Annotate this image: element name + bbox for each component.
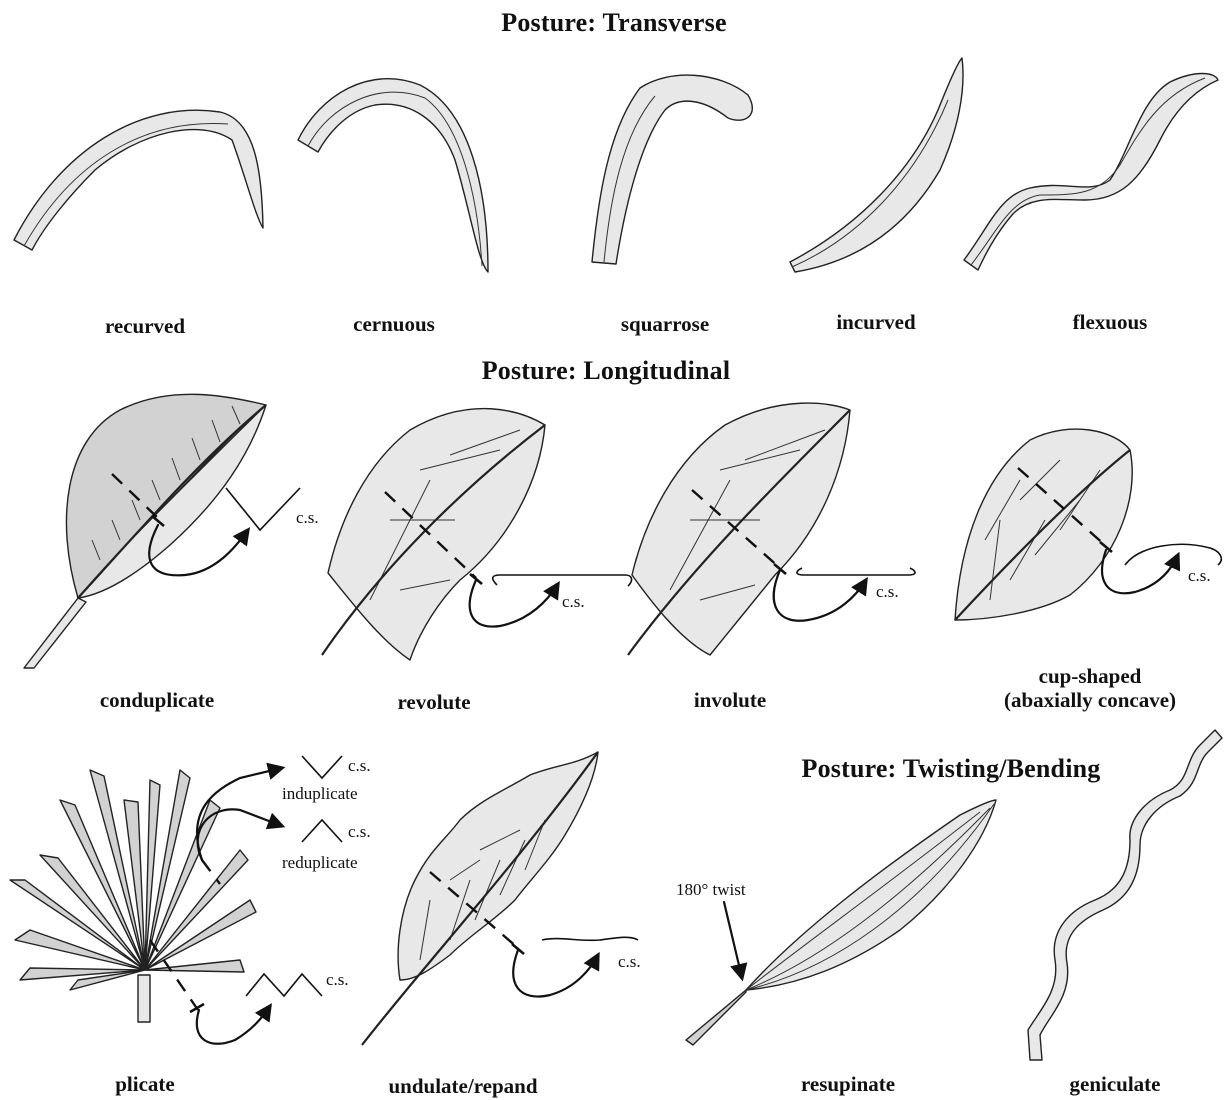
label-induplicate: induplicate [282, 784, 358, 804]
cernuous-leaf [298, 79, 488, 272]
cup-line1: cup-shaped [1004, 664, 1176, 688]
label-cernuous: cernuous [353, 312, 435, 336]
label-recurved: recurved [105, 314, 185, 338]
label-resupinate: resupinate [801, 1072, 895, 1096]
label-plicate: plicate [115, 1072, 174, 1096]
cs-revolute: c.s. [562, 592, 585, 612]
flexuous-leaf [964, 74, 1218, 271]
revolute-leaf [322, 409, 632, 660]
label-incurved: incurved [836, 310, 915, 334]
heading-longitudinal: Posture: Longitudinal [482, 356, 731, 386]
squarrose-leaf [592, 75, 752, 264]
label-reduplicate: reduplicate [282, 853, 358, 873]
label-geniculate: geniculate [1070, 1072, 1161, 1096]
recurved-leaf [14, 110, 263, 250]
cup-shaped-leaf [955, 429, 1221, 620]
label-undulate: undulate/repand [389, 1074, 538, 1098]
cs-undulate: c.s. [618, 952, 641, 972]
label-twist: 180° twist [676, 880, 746, 900]
heading-transverse: Posture: Transverse [501, 8, 727, 38]
label-involute: involute [694, 688, 766, 712]
cs-reduplicate: c.s. [348, 822, 371, 842]
label-flexuous: flexuous [1073, 310, 1148, 334]
heading-twisting: Posture: Twisting/Bending [802, 754, 1101, 784]
cs-involute: c.s. [876, 582, 899, 602]
label-revolute: revolute [397, 690, 470, 714]
conduplicate-leaf [24, 394, 300, 668]
cup-line2: (abaxially concave) [1004, 688, 1176, 712]
cs-conduplicate: c.s. [296, 508, 319, 528]
incurved-leaf [790, 58, 963, 272]
label-squarrose: squarrose [621, 312, 709, 336]
undulate-leaf [362, 752, 638, 1045]
label-cup-shaped: cup-shaped (abaxially concave) [1004, 664, 1176, 712]
involute-leaf [628, 403, 915, 655]
cs-cup: c.s. [1188, 566, 1211, 586]
resupinate-leaf [686, 800, 996, 1045]
label-conduplicate: conduplicate [100, 688, 214, 712]
cs-plicate: c.s. [326, 970, 349, 990]
cs-induplicate: c.s. [348, 756, 371, 776]
